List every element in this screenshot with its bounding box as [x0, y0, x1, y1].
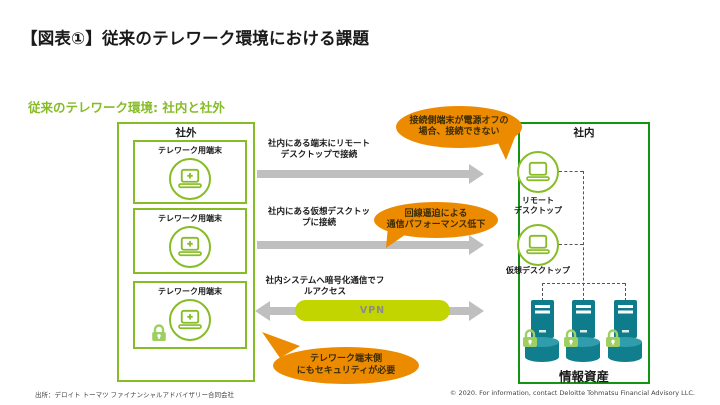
telework-terminal-card-3: テレワーク用端末	[133, 281, 247, 349]
dashed-connector	[559, 244, 583, 245]
figure-subtitle: 従来のテレワーク環境: 社内と社外	[28, 100, 225, 115]
laptop-plus-icon	[169, 158, 211, 200]
source-note: 出所：デロイト トーマツ ファイナンシャルアドバイザリー合同会社	[35, 391, 235, 399]
dashed-connector	[542, 283, 543, 301]
dashed-connector	[559, 171, 583, 172]
right-arrow-head	[469, 164, 484, 184]
server-database-icon	[561, 300, 605, 368]
left-arrow-head	[255, 301, 270, 321]
laptop-plus-icon	[169, 226, 211, 268]
label-text: リモート	[522, 196, 554, 205]
vpn-pill: VPN	[295, 300, 450, 321]
telework-terminal-card-1: テレワーク用端末	[133, 140, 247, 204]
lock-icon	[149, 322, 169, 347]
callout-text: テレワーク端末側	[309, 354, 382, 364]
callout-endpoint-security: テレワーク端末側 にもセキュリティが必要	[273, 347, 419, 384]
remote-desktop-label: リモート デスクトップ	[500, 196, 576, 216]
flow-text: 社内にある仮想デスクトッ	[267, 207, 370, 217]
flow-text: 社内にある端末にリモート	[267, 139, 370, 149]
laptop-icon	[517, 151, 559, 193]
copyright-note: © 2020. For information, contact Deloitt…	[449, 389, 695, 397]
telework-terminal-label: テレワーク用端末	[158, 146, 222, 155]
flow-text: デスクトップで接続	[280, 150, 358, 160]
right-arrow	[257, 170, 469, 178]
flow-text: ルアクセス	[303, 287, 347, 297]
callout-text: 回線逼迫による	[404, 208, 468, 219]
callout-tail	[260, 330, 302, 364]
dashed-connector	[625, 283, 626, 301]
server-database-icon	[520, 300, 564, 368]
info-assets-label: 情報資産	[558, 369, 609, 384]
label-text: デスクトップ	[514, 206, 562, 215]
flow-virtual-desktop-label: 社内にある仮想デスクトッ プに接続	[255, 207, 383, 229]
telework-terminal-card-2: テレワーク用端末	[133, 208, 247, 274]
right-arrow	[257, 241, 469, 249]
callout-congestion: 回線逼迫による 通信パフォーマンス低下	[374, 202, 498, 238]
callout-text: 場合、接続できない	[418, 127, 500, 137]
callout-text: 接続側端末が電源オフの	[409, 115, 509, 126]
telework-terminal-label: テレワーク用端末	[158, 287, 222, 296]
outside-zone-label: 社外	[175, 127, 197, 139]
telework-terminal-label: テレワーク用端末	[158, 214, 222, 223]
flow-vpn-label: 社内システムへ暗号化通信でフ ルアクセス	[255, 276, 395, 298]
callout-text: にもセキュリティが必要	[296, 365, 396, 376]
callout-power-off: 接続側端末が電源オフの 場合、接続できない	[396, 106, 522, 148]
dashed-connector	[583, 171, 584, 301]
callout-text: 通信パフォーマンス低下	[386, 220, 486, 230]
laptop-plus-icon	[169, 299, 211, 341]
laptop-icon	[517, 224, 559, 266]
right-arrow-head	[469, 301, 484, 321]
page-title: 【図表①】従来のテレワーク環境における課題	[21, 29, 370, 48]
dashed-connector	[542, 283, 625, 284]
flow-text: プに接続	[301, 218, 336, 228]
right-arrow-head	[469, 235, 484, 255]
inside-zone-label: 社内	[573, 127, 595, 139]
flow-text: 社内システムへ暗号化通信でフ	[265, 276, 385, 286]
server-database-icon	[603, 300, 647, 368]
virtual-desktop-label: 仮想デスクトップ	[506, 266, 570, 275]
flow-remote-desktop-label: 社内にある端末にリモート デスクトップで接続	[255, 139, 383, 161]
